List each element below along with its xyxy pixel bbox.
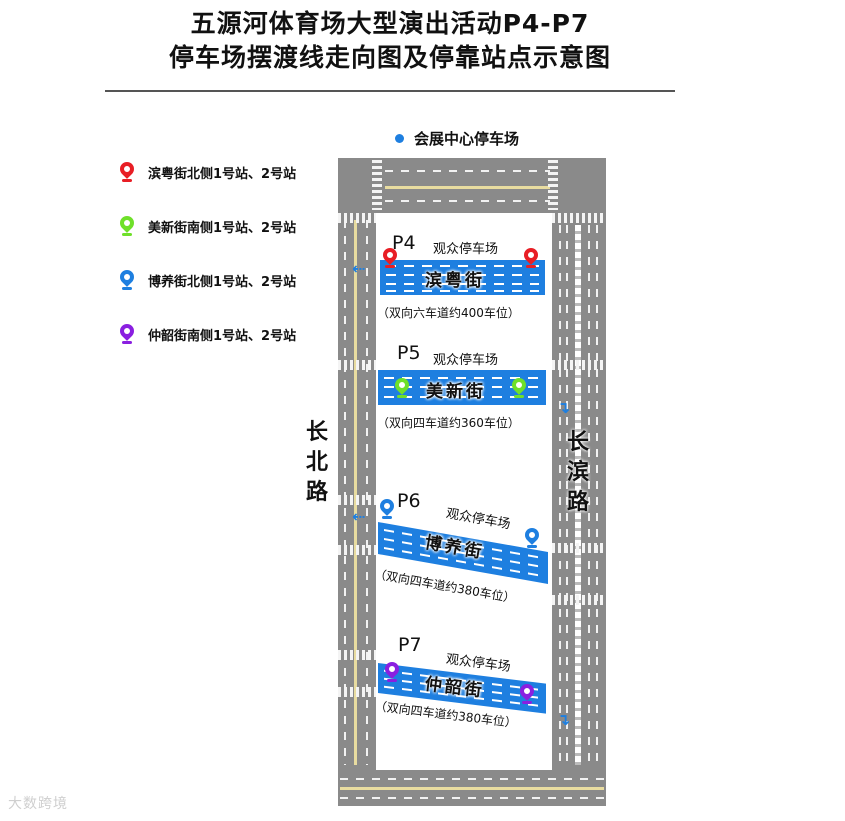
- street-name-p5: 美新街: [426, 382, 486, 402]
- legend-item-p7: 仲韶街南侧1号站、2号站: [117, 321, 297, 346]
- arrow-down-icon: ↴: [557, 710, 571, 729]
- map-pin-icon: [380, 245, 411, 268]
- map-pin-icon: [392, 375, 423, 398]
- lot-type-p4: 观众停车场: [433, 242, 499, 257]
- road-label-east: 长滨路: [566, 430, 589, 515]
- legend-label: 滨粤街北侧1号站、2号站: [148, 166, 297, 182]
- map-pin-icon: [509, 375, 540, 398]
- road-label-west: 长北路: [305, 420, 328, 505]
- lot-type-p5: 观众停车场: [433, 353, 499, 368]
- legend-label: 仲韶街南侧1号站、2号站: [148, 328, 297, 344]
- lot-id-p4: P4: [392, 232, 416, 254]
- lot-id-p6: P6: [397, 490, 421, 512]
- map-pin-icon: [117, 267, 137, 290]
- map-pin-icon: [117, 159, 137, 182]
- map-title-line1: 五源河体育场大型演出活动P4-P7: [190, 9, 590, 38]
- lot-id-p7: P7: [398, 634, 422, 656]
- street-name-p4: 滨粤街: [425, 271, 485, 291]
- hub-label: 会展中心停车场: [395, 128, 519, 149]
- arrow-left-icon: ⇠: [352, 507, 366, 526]
- map-pin-icon: [117, 213, 137, 236]
- lot-capacity-p4: （双向六车道约400车位）: [377, 306, 520, 320]
- lot-capacity-p5: （双向四车道约360车位）: [377, 416, 520, 430]
- arrow-left-icon: ⇠: [352, 259, 366, 278]
- hub-name: 会展中心停车场: [414, 130, 520, 148]
- map-pin-icon: [117, 321, 137, 344]
- dot-icon: [395, 134, 404, 143]
- lot-id-p5: P5: [397, 342, 421, 364]
- title-divider: [105, 90, 675, 92]
- map-title-line2: 停车场摆渡线走向图及停靠站点示意图: [168, 43, 611, 72]
- map-pin-icon: [377, 496, 408, 519]
- arrow-down-icon: ↴: [557, 398, 571, 417]
- legend-label: 博养街北侧1号站、2号站: [148, 274, 297, 290]
- map-pin-icon: [522, 525, 553, 548]
- street-p4: [380, 260, 545, 295]
- lot-type-p7: 观众停车场: [445, 652, 512, 675]
- map-pin-icon: [517, 681, 548, 704]
- watermark: 大数跨境: [8, 796, 68, 812]
- map-pin-icon: [521, 245, 552, 268]
- legend-item-p4: 滨粤街北侧1号站、2号站: [117, 159, 297, 184]
- lot-type-p6: 观众停车场: [444, 506, 512, 533]
- legend-item-p5: 美新街南侧1号站、2号站: [117, 213, 297, 238]
- legend-label: 美新街南侧1号站、2号站: [148, 220, 297, 236]
- map-pin-icon: [382, 659, 413, 682]
- legend-item-p6: 博养街北侧1号站、2号站: [117, 267, 297, 292]
- road-top: [338, 158, 606, 213]
